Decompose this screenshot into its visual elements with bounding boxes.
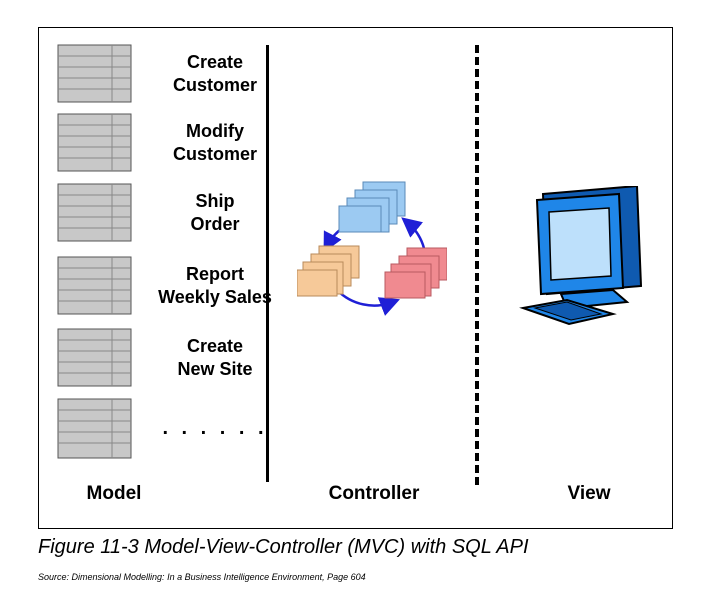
model-item-modify-customer: Modify Customer: [57, 113, 283, 173]
controller-view-divider: [475, 45, 479, 485]
table-icon: [57, 44, 132, 103]
table-icon: [57, 113, 132, 172]
model-item-report-weekly-sales: Report Weekly Sales: [57, 256, 283, 316]
table-icon: [57, 328, 132, 387]
model-item-create-new-site: Create New Site: [57, 328, 283, 388]
controller-cycle-graphic: [297, 181, 447, 316]
model-item-more: . . . . . .: [57, 398, 283, 459]
table-icon: [57, 398, 132, 459]
model-item-ship-order: Ship Order: [57, 183, 283, 243]
table-icon: [57, 256, 132, 315]
controller-title: Controller: [328, 483, 420, 504]
model-item-label: Create Customer: [172, 52, 257, 95]
model-item-label: Modify Customer: [172, 121, 257, 164]
model-item-label: Ship Order: [190, 191, 240, 234]
diagram-frame: Create Customer Modify Customer Ship Ord…: [38, 27, 673, 529]
view-title: View: [567, 483, 611, 504]
table-icon: [57, 183, 132, 242]
document-stack-icon: [384, 247, 447, 299]
model-title: Model: [86, 483, 142, 504]
model-item-label: Create New Site: [177, 336, 253, 379]
model-controller-divider: [266, 45, 269, 482]
model-item-label: Report Weekly Sales: [158, 264, 272, 307]
model-item-create-customer: Create Customer: [57, 44, 283, 104]
ellipsis-label: . . . . . .: [162, 416, 268, 439]
computer-icon: [519, 186, 643, 326]
figure-caption: Figure 11-3 Model-View-Controller (MVC) …: [38, 536, 529, 558]
document-stack-icon: [297, 245, 360, 297]
document-stack-icon: [338, 181, 406, 233]
source-note: Source: Dimensional Modelling: In a Busi…: [38, 572, 366, 582]
